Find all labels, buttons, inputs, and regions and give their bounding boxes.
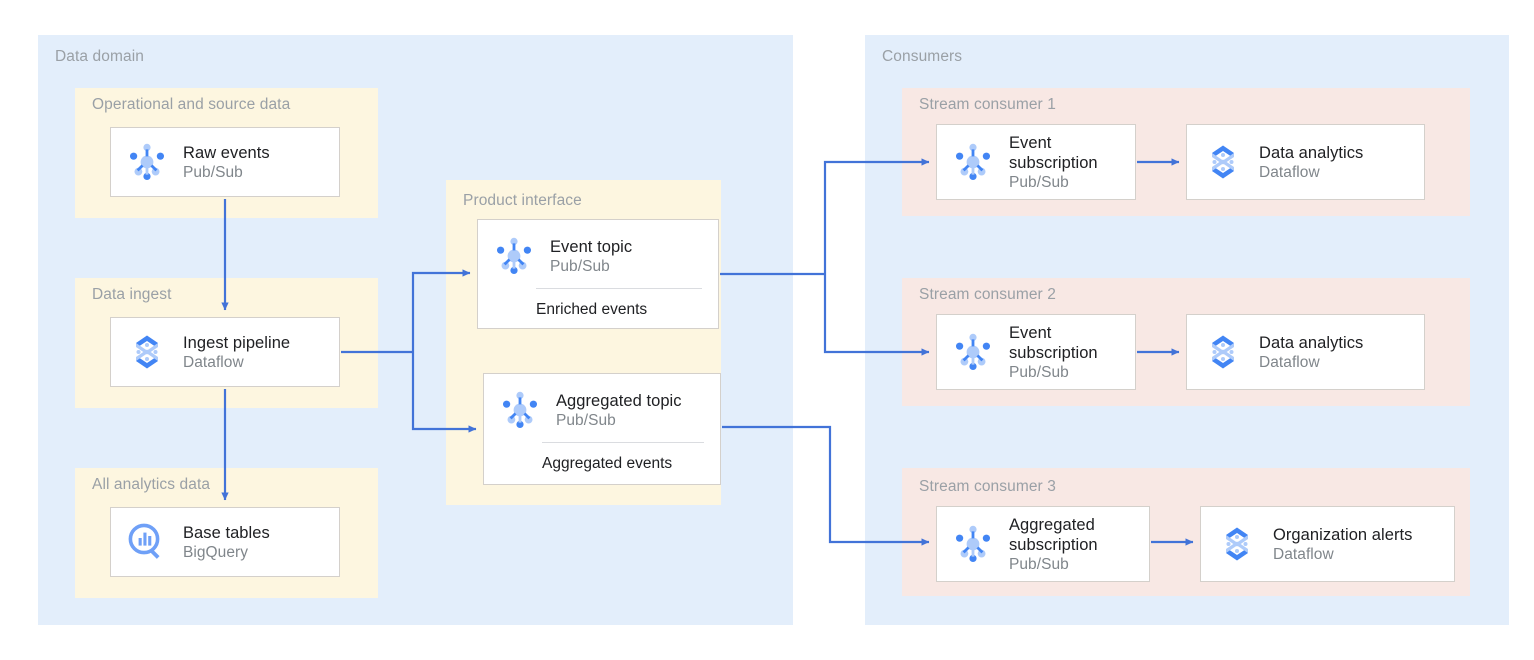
card-footer: Aggregated events (542, 455, 673, 472)
pubsub-icon (492, 234, 536, 278)
card-title: Base tables (183, 523, 270, 542)
card-data-analytics-1[interactable]: Data analytics Dataflow (1186, 124, 1425, 200)
product-interface-title: Product interface (463, 192, 582, 209)
card-divider (542, 442, 704, 443)
card-subtitle: Pub/Sub (1009, 173, 1069, 191)
card-subtitle: Pub/Sub (1009, 555, 1069, 573)
card-subtitle: Dataflow (183, 353, 244, 371)
pubsub-icon (951, 522, 995, 566)
card-divider (536, 288, 702, 289)
dataflow-icon (1201, 140, 1245, 184)
operational-source-data-title: Operational and source data (92, 96, 291, 113)
pubsub-icon (951, 140, 995, 184)
card-title: Aggregated topic (556, 391, 682, 410)
card-event-subscription-2[interactable]: Event subscription Pub/Sub (936, 314, 1136, 390)
stream-consumer-2-title: Stream consumer 2 (919, 286, 1056, 303)
card-subtitle: Dataflow (1259, 163, 1320, 181)
card-title: Event subscription (1009, 133, 1098, 172)
card-title: Event topic (550, 237, 633, 256)
dataflow-icon (1201, 330, 1245, 374)
data-domain-title: Data domain (55, 48, 144, 65)
card-title: Raw events (183, 143, 270, 162)
card-title: Data analytics (1259, 333, 1364, 352)
all-analytics-data-title: All analytics data (92, 476, 211, 493)
card-event-subscription-1[interactable]: Event subscription Pub/Sub (936, 124, 1136, 200)
pubsub-icon (951, 330, 995, 374)
card-raw-events[interactable]: Raw events Pub/Sub (110, 127, 340, 197)
card-title: Ingest pipeline (183, 333, 291, 352)
card-organization-alerts[interactable]: Organization alerts Dataflow (1200, 506, 1455, 582)
card-subtitle: Dataflow (1259, 353, 1320, 371)
card-aggregated-topic[interactable]: Aggregated topic Pub/Sub Aggregated even… (483, 373, 721, 485)
pubsub-icon (125, 140, 169, 184)
card-subtitle: BigQuery (183, 543, 249, 561)
bigquery-icon (125, 520, 169, 564)
consumers-title: Consumers (882, 48, 963, 65)
card-subtitle: Pub/Sub (550, 257, 610, 275)
card-title: Aggregated subscription (1009, 515, 1098, 554)
stream-consumer-1-title: Stream consumer 1 (919, 96, 1056, 113)
card-title: Data analytics (1259, 143, 1364, 162)
card-title: Event subscription (1009, 323, 1098, 362)
card-ingest-pipeline[interactable]: Ingest pipeline Dataflow (110, 317, 340, 387)
card-subtitle: Pub/Sub (556, 411, 616, 429)
card-base-tables[interactable]: Base tables BigQuery (110, 507, 340, 577)
pubsub-icon (498, 388, 542, 432)
card-subtitle: Pub/Sub (183, 163, 243, 181)
card-event-topic[interactable]: Event topic Pub/Sub Enriched events (477, 219, 719, 329)
card-subtitle: Dataflow (1273, 545, 1334, 563)
dataflow-icon (125, 330, 169, 374)
card-title: Organization alerts (1273, 525, 1413, 544)
dataflow-icon (1215, 522, 1259, 566)
card-aggregated-subscription[interactable]: Aggregated subscription Pub/Sub (936, 506, 1150, 582)
card-data-analytics-2[interactable]: Data analytics Dataflow (1186, 314, 1425, 390)
stream-consumer-3-title: Stream consumer 3 (919, 478, 1056, 495)
data-ingest-title: Data ingest (92, 286, 172, 303)
card-footer: Enriched events (536, 301, 648, 318)
card-subtitle: Pub/Sub (1009, 363, 1069, 381)
